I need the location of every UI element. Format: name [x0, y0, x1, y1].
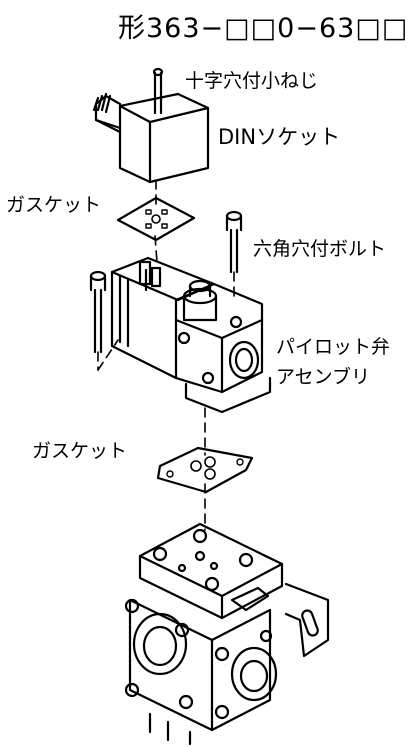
- phillips-screw-label: 十字穴付小ねじ: [185, 70, 319, 92]
- pilot-valve-label-line2: アセンブリ: [276, 366, 371, 388]
- lower-gasket: [156, 446, 254, 494]
- hex-socket-bolt-label: 六角穴付ボルト: [253, 238, 387, 260]
- upper-gasket-label: ガスケット: [6, 194, 102, 216]
- din-socket: [92, 92, 210, 184]
- model-number-title: 形363−□□0−63□□: [118, 13, 409, 44]
- pilot-valve-label-line1: パイロット弁: [276, 336, 391, 358]
- hex-socket-bolt-right: [225, 210, 243, 274]
- lower-gasket-label: ガスケット: [32, 440, 128, 462]
- phillips-screw: [152, 67, 164, 115]
- main-valve-body: [124, 522, 330, 746]
- pilot-valve-assembly: [110, 256, 272, 414]
- upper-gasket: [116, 196, 196, 242]
- hex-socket-bolt-left: [89, 270, 107, 354]
- din-socket-label: DINソケット: [218, 125, 341, 149]
